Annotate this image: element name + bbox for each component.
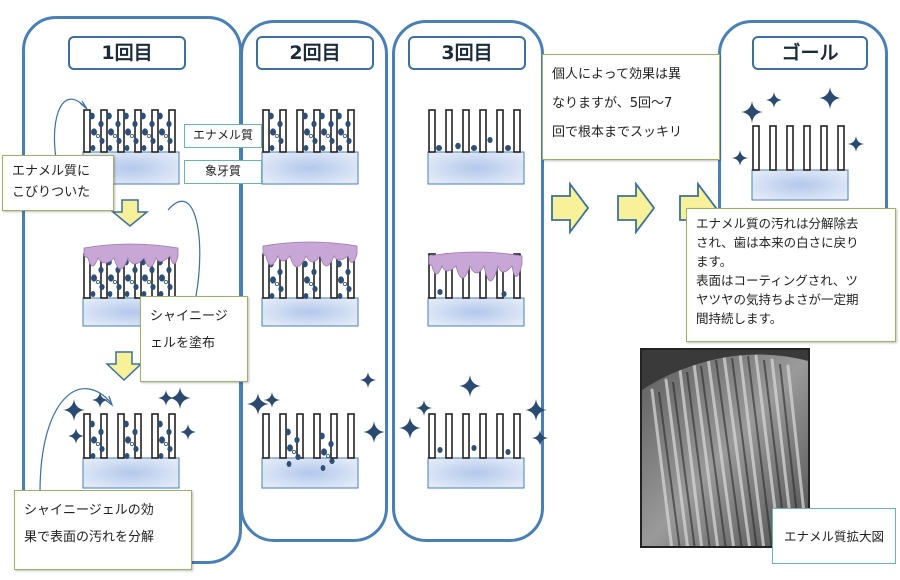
tooth-sparkling — [427, 413, 525, 489]
right-arrow — [551, 181, 590, 235]
dentin-tag: 象牙質 — [184, 160, 262, 184]
note-timeline: 個人によって効果は異 なりますが、5回〜7 回で根本までスッキリ — [542, 54, 720, 160]
note-line: エナメル質の汚れは分解除去 — [696, 216, 859, 231]
tooth-with-gel — [427, 251, 525, 327]
note-gel-effect: シャイニージェルの効 果で表面の汚れを分解 — [14, 490, 192, 570]
down-arrow — [110, 199, 150, 227]
tooth-sparkling — [82, 413, 180, 489]
tooth-clean — [751, 125, 849, 201]
enamel-tag: エナメル質 — [184, 124, 262, 148]
tooth-sparkling — [261, 413, 359, 489]
note-line: シャイニージ — [150, 309, 228, 324]
note-line: ェルを塗布 — [150, 336, 216, 351]
note-line: ヤツヤの気持ちよさが一定期 — [696, 292, 859, 307]
note-line: シャイニージェルの効 — [24, 503, 154, 518]
tooth-stained — [261, 109, 359, 185]
note-line: ます。 — [696, 254, 733, 269]
note-apply-gel: シャイニージ ェルを塗布 — [140, 296, 248, 382]
right-arrow — [617, 181, 656, 235]
note-line: 果で表面の汚れを分解 — [24, 530, 155, 545]
note-goal-description: エナメル質の汚れは分解除去 され、歯は本来の白さに戻り ます。 表面はコーティン… — [686, 208, 896, 342]
stage2-label: 2回目 — [256, 36, 374, 70]
note-line: 表面はコーティングされ、ツ — [696, 273, 858, 288]
note-stuck: エナメル質に こびりついた — [2, 155, 114, 211]
goal-label: ゴール — [752, 36, 868, 70]
note-line: 個人によって効果は異 — [552, 67, 681, 82]
micrograph-caption: エナメル質拡大図 — [772, 508, 896, 564]
note-line: エナメル質に — [12, 164, 91, 179]
note-line: され、歯は本来の白さに戻り — [696, 235, 859, 250]
stage1-label: 1回目 — [68, 36, 186, 70]
note-line: 間持続します。 — [696, 311, 783, 326]
tooth-with-gel — [261, 241, 359, 327]
stage3-label: 3回目 — [408, 36, 526, 70]
note-line: 回で根本までスッキリ — [552, 125, 683, 140]
note-line: こびりついた — [12, 185, 91, 200]
down-arrow — [105, 351, 143, 382]
note-line: なりますが、5回〜7 — [552, 96, 673, 111]
tooth-stained — [427, 109, 525, 185]
